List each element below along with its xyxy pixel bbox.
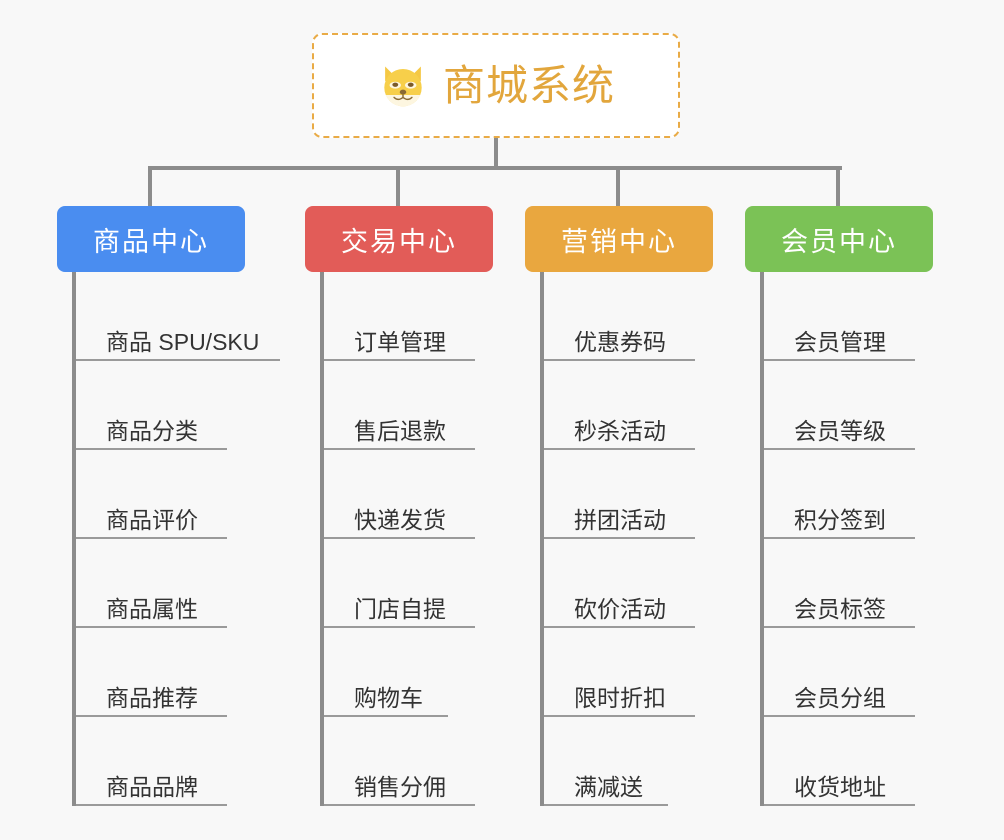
leaf-item-label: 砍价活动 (574, 595, 666, 622)
leaf-item-underline (320, 804, 475, 806)
leaf-item-label: 商品评价 (106, 506, 198, 533)
leaf-item-label: 商品 SPU/SKU (106, 328, 260, 355)
connector-horizontal-bus (148, 166, 842, 170)
leaf-item-label: 拼团活动 (574, 506, 666, 533)
leaf-item[interactable]: 商品品牌 (72, 717, 252, 806)
leaf-item[interactable]: 限时折扣 (540, 628, 720, 717)
dog-face-icon (377, 60, 429, 112)
leaf-list-2: 优惠券码秒杀活动拼团活动砍价活动限时折扣满减送 (540, 272, 720, 806)
leaf-item[interactable]: 商品 SPU/SKU (72, 272, 280, 361)
leaf-item-underline (540, 715, 695, 717)
leaf-item-underline (540, 537, 695, 539)
leaf-item[interactable]: 购物车 (320, 628, 500, 717)
leaf-item-label: 商品品牌 (106, 773, 198, 800)
leaf-item-label: 商品属性 (106, 595, 198, 622)
category-header-2[interactable]: 营销中心 (525, 206, 713, 272)
leaf-item-underline (320, 359, 475, 361)
leaf-item-underline (320, 448, 475, 450)
connector-drop-0 (148, 170, 152, 208)
leaf-item-label: 商品分类 (106, 417, 198, 444)
leaf-item-underline (72, 715, 227, 717)
leaf-list-0: 商品 SPU/SKU 商品分类商品评价商品属性商品推荐商品品牌 (72, 272, 280, 806)
leaf-item-underline (760, 715, 915, 717)
leaf-item-underline (540, 448, 695, 450)
leaf-item[interactable]: 会员分组 (760, 628, 940, 717)
leaf-item[interactable]: 快递发货 (320, 450, 500, 539)
category-header-label: 会员中心 (781, 226, 897, 257)
leaf-item-underline (320, 715, 448, 717)
leaf-item-underline (72, 537, 227, 539)
leaf-item-underline (72, 359, 280, 361)
connector-drop-1 (396, 170, 400, 208)
leaf-item-underline (540, 804, 668, 806)
leaf-item[interactable]: 收货地址 (760, 717, 940, 806)
leaf-item-label: 销售分佣 (354, 773, 446, 800)
leaf-item-underline (72, 448, 227, 450)
leaf-list-1: 订单管理售后退款快递发货门店自提购物车销售分佣 (320, 272, 500, 806)
leaf-item-label: 快递发货 (354, 506, 446, 533)
root-title: 商城系统 (442, 61, 615, 109)
leaf-item-underline (540, 626, 695, 628)
leaf-item[interactable]: 商品推荐 (72, 628, 252, 717)
leaf-item-label: 会员等级 (794, 417, 886, 444)
connector-spine-3 (760, 272, 764, 806)
connector-drop-2 (616, 170, 620, 208)
leaf-item-underline (760, 804, 915, 806)
leaf-item[interactable]: 售后退款 (320, 361, 500, 450)
leaf-item[interactable]: 商品评价 (72, 450, 252, 539)
connector-drop-3 (836, 170, 840, 208)
leaf-item[interactable]: 砍价活动 (540, 539, 720, 628)
leaf-item[interactable]: 秒杀活动 (540, 361, 720, 450)
leaf-item[interactable]: 门店自提 (320, 539, 500, 628)
category-header-3[interactable]: 会员中心 (745, 206, 933, 272)
root-node[interactable]: 商城系统 (312, 33, 680, 138)
leaf-item-label: 收货地址 (794, 773, 886, 800)
leaf-item[interactable]: 订单管理 (320, 272, 500, 361)
leaf-item[interactable]: 商品属性 (72, 539, 252, 628)
leaf-item-label: 会员分组 (794, 684, 886, 711)
leaf-item-label: 会员管理 (794, 328, 886, 355)
leaf-item[interactable]: 商品分类 (72, 361, 252, 450)
leaf-item-label: 优惠券码 (574, 328, 666, 355)
leaf-item-underline (760, 626, 915, 628)
connector-spine-0 (72, 272, 76, 806)
leaf-item-underline (320, 626, 475, 628)
leaf-item-label: 秒杀活动 (574, 417, 666, 444)
connector-spine-1 (320, 272, 324, 806)
leaf-item[interactable]: 会员等级 (760, 361, 940, 450)
category-header-label: 商品中心 (93, 226, 209, 257)
leaf-list-3: 会员管理会员等级积分签到会员标签会员分组收货地址 (760, 272, 940, 806)
leaf-item-label: 购物车 (354, 684, 423, 711)
leaf-item-label: 限时折扣 (574, 684, 666, 711)
leaf-item-label: 会员标签 (794, 595, 886, 622)
leaf-item-underline (760, 448, 915, 450)
category-header-label: 交易中心 (341, 226, 457, 257)
leaf-item-underline (72, 804, 227, 806)
leaf-item[interactable]: 满减送 (540, 717, 720, 806)
leaf-item-underline (540, 359, 695, 361)
leaf-item-underline (72, 626, 227, 628)
connector-root-stem (494, 138, 498, 168)
leaf-item-underline (760, 537, 915, 539)
leaf-item-label: 商品推荐 (106, 684, 198, 711)
leaf-item[interactable]: 会员管理 (760, 272, 940, 361)
leaf-item[interactable]: 优惠券码 (540, 272, 720, 361)
leaf-item[interactable]: 拼团活动 (540, 450, 720, 539)
leaf-item-label: 订单管理 (354, 328, 446, 355)
leaf-item-underline (760, 359, 915, 361)
category-header-1[interactable]: 交易中心 (305, 206, 493, 272)
leaf-item[interactable]: 会员标签 (760, 539, 940, 628)
leaf-item-label: 售后退款 (354, 417, 446, 444)
leaf-item-label: 满减送 (574, 773, 643, 800)
leaf-item[interactable]: 积分签到 (760, 450, 940, 539)
leaf-item[interactable]: 销售分佣 (320, 717, 500, 806)
category-header-label: 营销中心 (561, 226, 677, 257)
leaf-item-underline (320, 537, 475, 539)
category-header-0[interactable]: 商品中心 (57, 206, 245, 272)
leaf-item-label: 积分签到 (794, 506, 886, 533)
connector-spine-2 (540, 272, 544, 806)
leaf-item-label: 门店自提 (354, 595, 446, 622)
